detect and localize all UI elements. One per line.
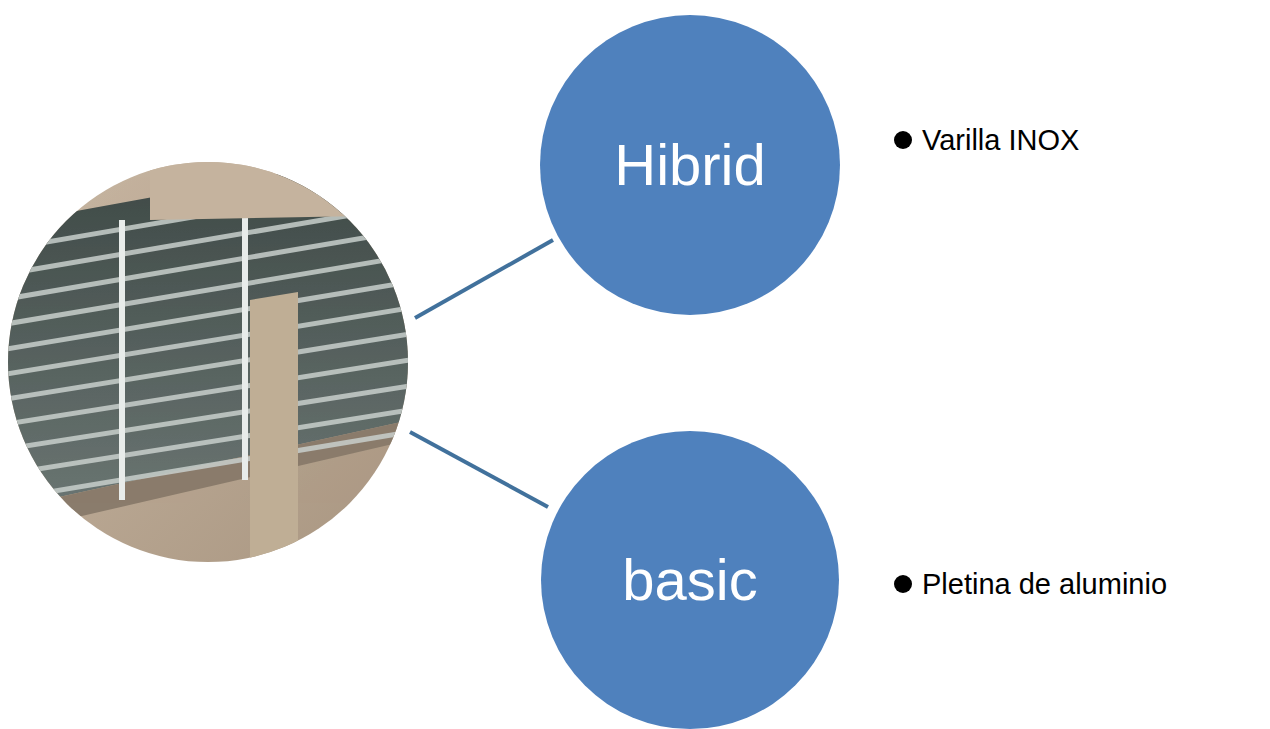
circle-node: basic [541, 431, 839, 729]
window-photo [0, 150, 420, 570]
bullet-text: Pletina de aluminio [922, 567, 1167, 602]
node-label: basic [622, 548, 757, 612]
bullet [894, 131, 912, 149]
bullet-text: Varilla INOX [922, 123, 1079, 158]
node-label: Hibrid [614, 133, 766, 197]
bullet [894, 575, 912, 593]
connector-line [410, 432, 548, 507]
circle-node: Hibrid [540, 15, 840, 315]
connector-line [415, 240, 553, 318]
